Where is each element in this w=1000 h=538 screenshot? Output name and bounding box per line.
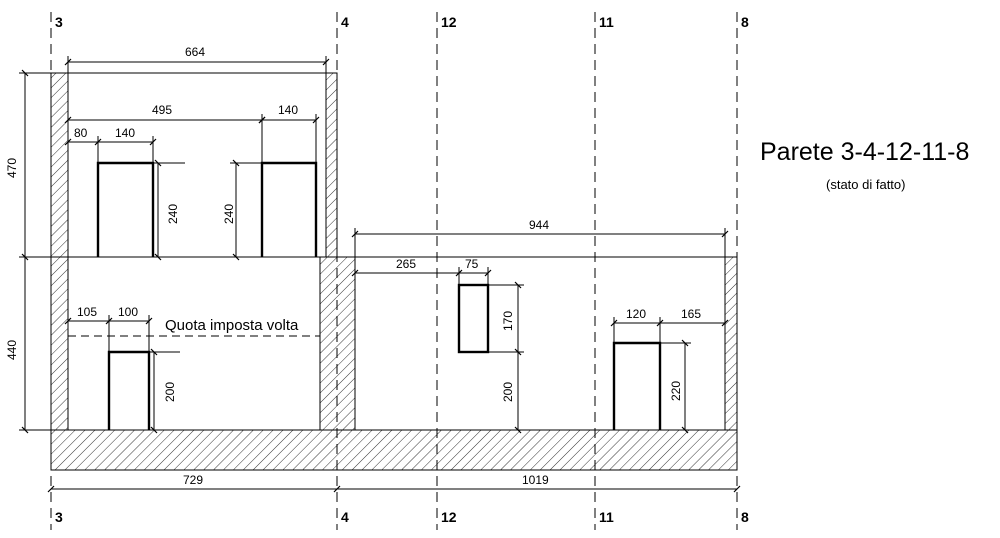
foundation-slab: [50, 429, 738, 471]
dim-bottom-left: 729: [183, 473, 203, 487]
dim-upper-level-height: 470: [5, 158, 19, 178]
dim-bottom-right: 1019: [522, 473, 549, 487]
drawing-title: Parete 3-4-12-11-8: [760, 138, 970, 166]
middle-wall: [319, 256, 356, 431]
axis-label-12-bottom: 12: [441, 509, 457, 525]
axis-label-4-bottom: 4: [341, 509, 349, 525]
building: [50, 72, 738, 471]
axis-labels-bottom: 3 4 12 11 8: [55, 509, 749, 525]
axis-label-8-bottom: 8: [741, 509, 749, 525]
dim-right-door-width: 120: [626, 307, 646, 321]
upper-door-right: [260, 161, 318, 257]
axis-label-12-top: 12: [441, 14, 457, 30]
dim-upper-inner: 495: [152, 103, 172, 117]
dim-right-total: 944: [529, 218, 549, 232]
axis-label-11-bottom: 11: [599, 509, 614, 525]
axis-label-8-top: 8: [741, 14, 749, 30]
dim-upper-door2-width: 140: [278, 103, 298, 117]
dim-upper-offset: 80: [74, 126, 88, 140]
drawing-subtitle: (stato di fatto): [826, 177, 906, 192]
dim-lower-offset: 105: [77, 305, 97, 319]
dim-upper-door1-height: 240: [166, 204, 180, 224]
dim-right-door-height: 220: [669, 381, 683, 401]
dimension-lines: 664 495 80 140 140 240 240 470 440: [5, 45, 741, 493]
vault-springing-note: Quota imposta volta: [165, 317, 299, 334]
openings: [96, 161, 662, 430]
lower-left-wall: [50, 256, 69, 431]
axis-label-3-top: 3: [55, 14, 63, 30]
dim-right-offset: 265: [396, 257, 416, 271]
dim-window-height: 170: [501, 311, 515, 331]
axis-label-11-top: 11: [599, 14, 614, 30]
upper-door-left: [96, 161, 155, 257]
dim-lower-door-width: 100: [118, 305, 138, 319]
axis-label-3-bottom: 3: [55, 509, 63, 525]
lower-door-right: [612, 341, 662, 430]
axis-labels-top: 3 4 12 11 8: [55, 14, 749, 30]
dim-upper-door2-height: 240: [222, 204, 236, 224]
right-end-wall: [724, 256, 738, 431]
dim-upper-door1-width: 140: [115, 126, 135, 140]
dim-upper-width: 664: [185, 45, 205, 59]
dim-lower-door-height: 200: [163, 382, 177, 402]
upper-right-wall: [325, 72, 338, 258]
window-right-section: [457, 283, 490, 354]
lower-door-left: [107, 350, 151, 430]
dim-window-sill: 200: [501, 382, 515, 402]
axis-label-4-top: 4: [341, 14, 349, 30]
dim-window-width: 75: [465, 257, 479, 271]
dim-right-door-side: 165: [681, 307, 701, 321]
dim-lower-level-height: 440: [5, 340, 19, 360]
upper-left-wall: [50, 72, 69, 258]
